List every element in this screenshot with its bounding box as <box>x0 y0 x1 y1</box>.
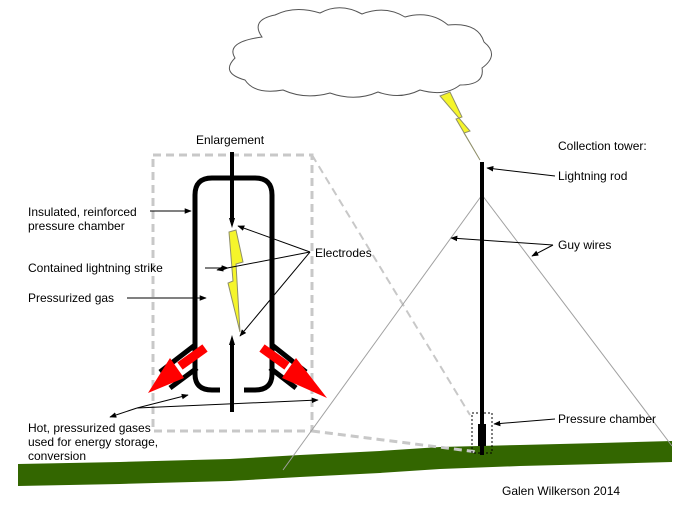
chamber-label-line2: pressure chamber <box>28 219 125 233</box>
callout-lines <box>109 165 556 427</box>
sky-lightning-bolt-icon <box>439 91 481 161</box>
lightning-rod-label: Lightning rod <box>558 169 628 183</box>
pressurized-gas-label: Pressurized gas <box>28 291 115 305</box>
exhaust-arrow-left-icon <box>148 344 208 393</box>
zoom-projection-line <box>311 154 471 416</box>
hot-gases-label-line3: conversion <box>28 449 87 463</box>
credit-label: Galen Wilkerson 2014 <box>502 484 621 498</box>
contained-lightning-bolt-icon <box>227 229 244 333</box>
lower-electrode-tip <box>229 335 235 345</box>
ground <box>18 441 672 486</box>
hot-gases-label-line2: used for energy storage, <box>28 435 159 449</box>
chamber-label-line1: Insulated, reinforced <box>28 205 137 219</box>
collection-tower-label: Collection tower: <box>558 139 647 153</box>
contained-strike-label: Contained lightning strike <box>28 261 163 275</box>
tower-pressure-chamber-box <box>471 412 493 454</box>
electrodes-label: Electrodes <box>315 246 372 260</box>
guy-wires-label: Guy wires <box>558 238 612 252</box>
pressure-chamber-label: Pressure chamber <box>558 412 657 426</box>
enlargement-label: Enlargement <box>196 133 265 147</box>
tower-pressure-chamber <box>478 424 486 446</box>
guy-wire-left <box>282 194 483 471</box>
upper-electrode-tip <box>229 218 235 228</box>
zoom-projection-line <box>311 429 479 454</box>
guy-wire-right <box>481 194 673 447</box>
hot-gases-label-line1: Hot, pressurized gases <box>28 421 151 435</box>
exhaust-arrow-right-icon <box>259 344 327 398</box>
cloud-icon <box>228 7 492 98</box>
